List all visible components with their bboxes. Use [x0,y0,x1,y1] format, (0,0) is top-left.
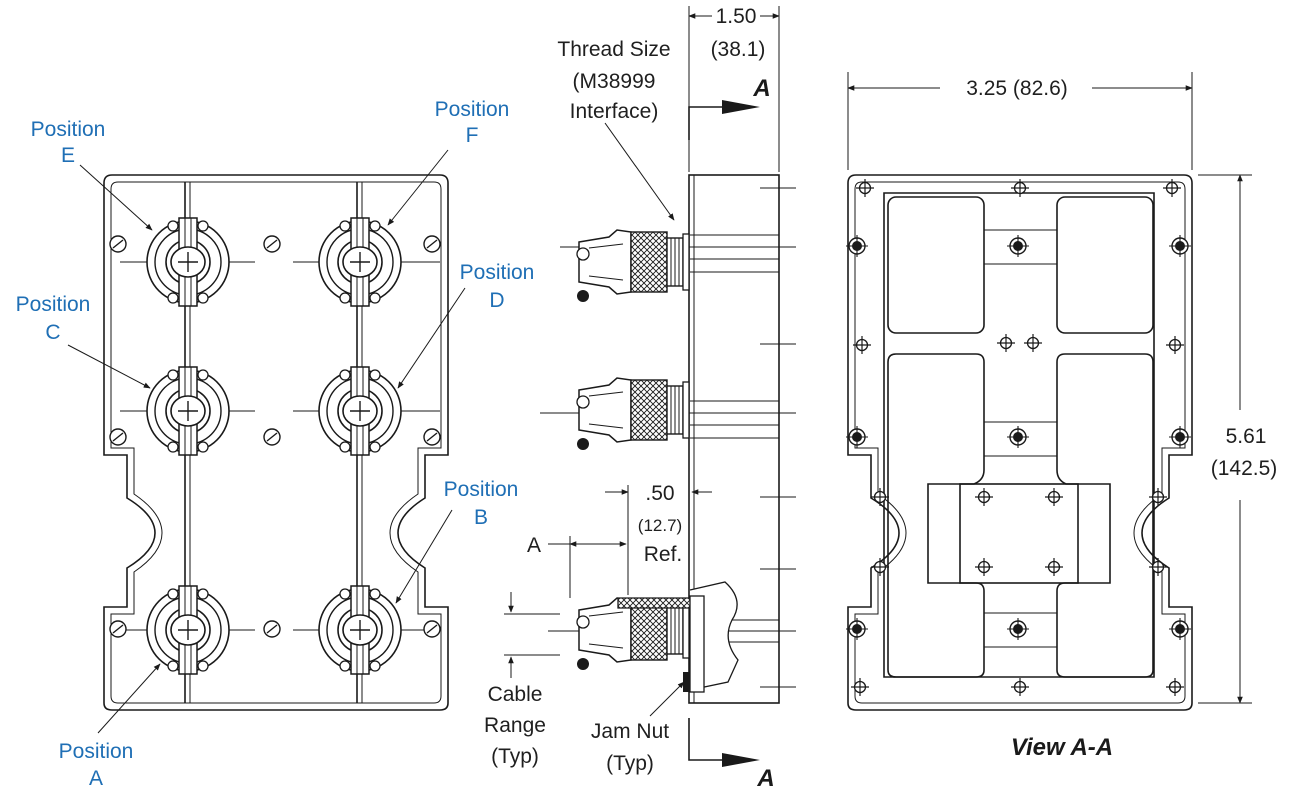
screw-icon [423,235,441,253]
bolt-icon [845,425,869,449]
cross-bar [983,421,1058,457]
offset-dim-metric: (12.7) [638,516,682,535]
a-dimension [548,536,627,598]
pocket [887,196,985,334]
bolt-icon [1168,234,1192,258]
cross-bar [983,612,1058,648]
offset-dim-value: .50 [645,482,674,505]
thread-size-spec: (M38999 [573,70,656,93]
screw-icon [423,428,441,446]
enclosure-side [688,174,780,704]
cable-range-label: Cable [488,683,543,706]
pocket [1056,196,1154,334]
pocket [1056,353,1154,678]
bolt-icon [1006,234,1030,258]
position-letter: C [45,321,60,344]
connector-position-f [318,217,402,307]
connector-position-b [318,585,402,675]
position-label: Position [460,261,535,284]
screw-icon [109,235,127,253]
bolt-icon [845,234,869,258]
cable-range-typ: (Typ) [491,745,539,768]
sectioned-cutaway [617,581,739,693]
width-dim: 3.25 (82.6) [966,77,1068,100]
section-marker-bottom [688,718,760,767]
position-label: Position [31,118,106,141]
position-letter: B [474,506,488,529]
connector-position-a [146,585,230,675]
depth-dim-value: 1.50 [716,5,757,28]
position-letter: A [89,767,103,790]
section-letter: A [756,765,774,792]
jam-nut-label: Jam Nut [591,720,669,743]
bolt-icon [1168,425,1192,449]
enclosure-inner-outline [110,181,442,704]
connector-position-d [318,366,402,456]
depth-dimension [688,6,780,172]
jam-nut-leader [649,681,685,717]
screw-icon [263,428,281,446]
side-connector [576,377,690,451]
position-leaders [67,149,466,734]
offset-dimension [605,485,712,595]
screw-icon [109,620,127,638]
pocket [887,353,985,678]
thread-size-leader [604,122,675,221]
view-title: View A-A [1011,734,1113,761]
position-label: Position [444,478,519,501]
position-letter: D [489,289,504,312]
a-dim-label: A [527,534,541,557]
section-view: 3.25 (82.6) 5.61 (142.5) [845,72,1278,761]
screw-icon [423,620,441,638]
section-letter: A [752,75,770,102]
bolt-icon [1168,617,1192,641]
screw-icon [263,235,281,253]
position-label: Position [16,293,91,316]
side-connector-sectioned [576,597,690,671]
cross-bar [983,229,1058,265]
inner-frame [883,192,1155,678]
height-dim-value: 5.61 [1226,425,1267,448]
back-plate-outline [847,174,1193,711]
cable-range-dimension [504,592,560,678]
screw-icon [109,428,127,446]
position-letter: F [466,124,479,147]
side-view: 1.50 (38.1) A A Thread Size (M38999 Inte… [484,5,796,792]
center-pocket [959,483,1079,584]
height-dim-metric: (142.5) [1211,457,1278,480]
side-connector [576,229,690,303]
bolt-icon [845,617,869,641]
thread-size-interface: Interface) [570,100,659,123]
depth-dim-metric: (38.1) [711,38,766,61]
jam-nut-typ: (Typ) [606,752,654,775]
position-label: Position [435,98,510,121]
offset-dim-ref: Ref. [644,543,683,566]
section-marker-top [688,100,760,140]
side-tick-marks [760,187,796,688]
screw-icon [263,620,281,638]
bolt-icon [1006,425,1030,449]
bolt-icon [1006,617,1030,641]
thread-size-label: Thread Size [557,38,670,61]
connector-position-c [146,366,230,456]
enclosure-outline [103,174,449,711]
position-letter: E [61,144,75,167]
cable-range-label: Range [484,714,546,737]
position-label: Position [59,740,134,763]
connector-position-e [146,217,230,307]
front-view: Position E Position F Position C Positio… [16,98,535,790]
